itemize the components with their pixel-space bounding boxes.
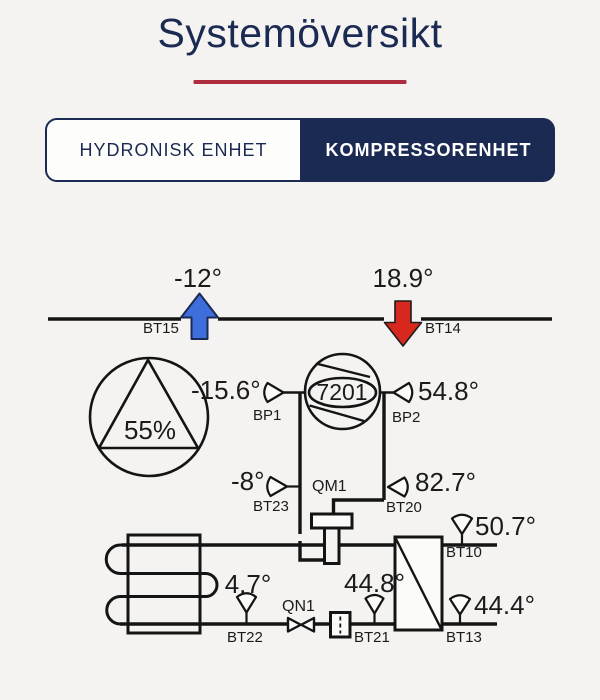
unit-tabbar: HYDRONISK ENHET KOMPRESSORENHET [45, 118, 555, 182]
sensor-flag-bt10-icon [450, 513, 474, 536]
sensor-flag-bt13-icon [448, 594, 472, 616]
air-exhaust-arrow-icon [383, 300, 423, 347]
tab-compressor-label: KOMPRESSORENHET [325, 139, 532, 160]
bp2-label: BP2 [392, 409, 421, 426]
bt22-label: BT22 [227, 629, 263, 646]
bt20-label: BT20 [386, 499, 422, 516]
qn1-valve-icon [286, 616, 316, 633]
bt20-value: 82.7° [415, 467, 477, 497]
air-intake-arrow-icon [180, 292, 219, 340]
bt13-value: 44.4° [474, 590, 536, 620]
bt21-label: BT21 [354, 629, 390, 646]
bp2-value: 54.8° [418, 376, 480, 406]
bt22-value: 4.7° [224, 569, 272, 599]
tab-hydronic-unit[interactable]: HYDRONISK ENHET [45, 118, 302, 182]
tab-hydronic-label: HYDRONISK ENHET [79, 139, 268, 160]
compressor-icon [303, 352, 382, 431]
sensor-flag-bt22-icon [235, 592, 258, 614]
sensor-flag-bt21-icon [364, 593, 385, 615]
qm1-valve-label: QM1 [312, 478, 347, 495]
sensor-flag-stems [245, 534, 464, 623]
refrigerant-pipes [104, 391, 497, 626]
bt23-value: -8° [231, 466, 265, 496]
bt15-value: -12° [174, 263, 222, 293]
tab-compressor-unit[interactable]: KOMPRESSORENHET [302, 118, 555, 182]
bt14-value: 18.9° [372, 263, 434, 293]
bt10-value: 50.7° [475, 511, 537, 541]
qm1-valve-icon [310, 512, 354, 565]
condenser-icon [393, 535, 444, 632]
bt14-label: BT14 [425, 320, 461, 337]
page-title: Systemöversikt [157, 10, 443, 56]
drier-icon [329, 611, 352, 639]
bp1-label: BP1 [253, 407, 282, 424]
sensor-flag-bt23-icon [266, 475, 289, 498]
title-underline-accent [193, 80, 407, 84]
bt21-value: 44.8° [344, 568, 406, 598]
bt15-label: BT15 [143, 320, 179, 337]
sensor-flag-bt20-icon [386, 476, 409, 498]
sensor-flag-bp2-icon [392, 381, 414, 404]
sensor-flag-bp1-icon [263, 381, 285, 404]
compressor-speed-value: 7201 [316, 379, 368, 405]
fan-speed-value: 55% [123, 415, 177, 445]
bt13-label: BT13 [446, 629, 482, 646]
bt10-label: BT10 [446, 544, 482, 561]
evaporator-icon [126, 533, 202, 635]
bt23-label: BT23 [253, 498, 289, 515]
qn1-valve-label: QN1 [282, 598, 315, 615]
bp1-value: -15.6° [191, 375, 261, 405]
fan-icon [88, 356, 210, 478]
